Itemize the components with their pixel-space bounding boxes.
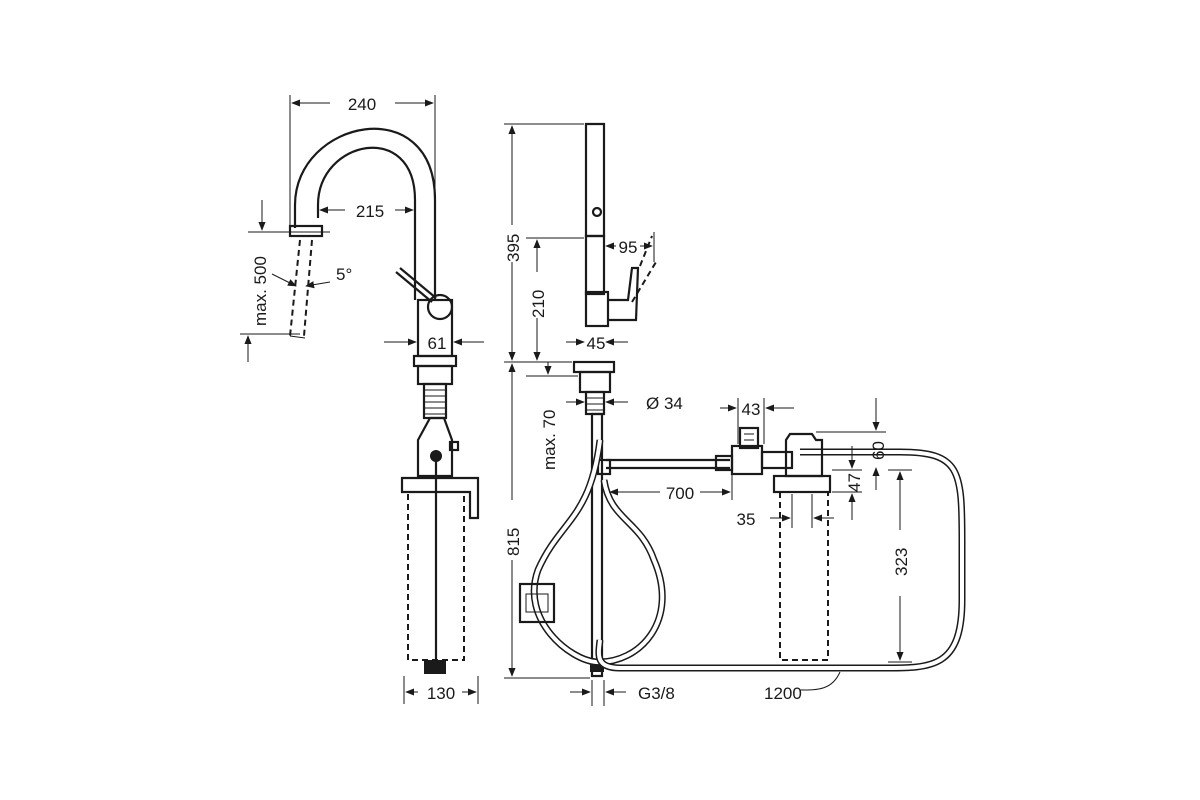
dimensions-right: 395 210 815 max. 70 95 45 Ø 34 43 — [504, 123, 912, 706]
dim-max-500: max. 500 — [251, 256, 270, 326]
side-view-faucet — [288, 127, 480, 674]
dim-45: 45 — [587, 334, 606, 353]
dim-95: 95 — [619, 238, 638, 257]
dim-diameter-34: Ø 34 — [646, 394, 683, 413]
dim-395: 395 — [504, 234, 523, 262]
dim-1200: 1200 — [764, 684, 802, 703]
dim-323: 323 — [892, 548, 911, 576]
dim-700: 700 — [666, 484, 694, 503]
dim-210: 210 — [529, 290, 548, 318]
dim-5-degrees: 5° — [336, 265, 352, 284]
dim-815: 815 — [504, 528, 523, 556]
dim-35: 35 — [737, 510, 756, 529]
filter-unit — [714, 426, 832, 661]
dim-43: 43 — [742, 400, 761, 419]
dim-60: 60 — [869, 441, 888, 460]
dim-240: 240 — [348, 95, 376, 114]
dim-215: 215 — [356, 202, 384, 221]
dimensions-left: 240 215 max. 500 5° 61 130 — [240, 95, 484, 704]
dim-g3-8: G3/8 — [638, 684, 675, 703]
dim-61: 61 — [428, 334, 447, 353]
lever-handle — [395, 271, 433, 303]
supply-hoses — [595, 448, 966, 672]
dim-47: 47 — [845, 473, 864, 492]
dim-max-70: max. 70 — [540, 410, 559, 470]
hose-weight — [518, 582, 556, 624]
hose-loop — [518, 439, 666, 666]
dim-130: 130 — [427, 684, 455, 703]
front-view-faucet — [572, 122, 657, 678]
lever-knob — [426, 293, 454, 321]
spout-head — [288, 224, 324, 238]
